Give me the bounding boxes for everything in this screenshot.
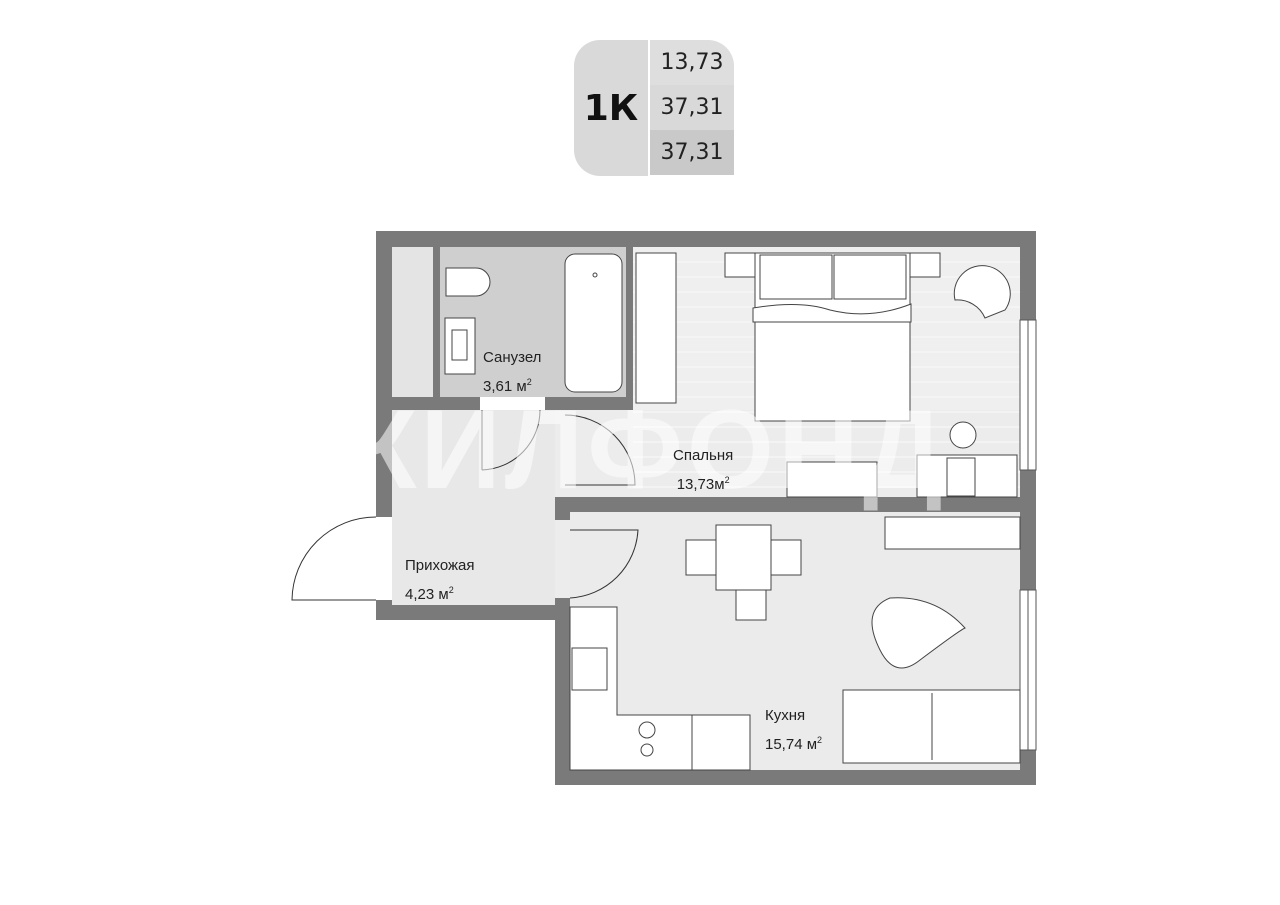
total-area-2: 37,31: [650, 130, 734, 175]
doors: [291, 397, 639, 601]
armchair: [953, 265, 1011, 319]
room-name: Кухня: [765, 707, 806, 724]
room-name: Санузел: [483, 349, 542, 366]
area-table: 13,73 37,31 37,31: [650, 40, 734, 176]
bedroom-door: [564, 414, 636, 486]
nightstand: [724, 252, 756, 278]
kitchen-counter: [569, 606, 751, 771]
unit-sup: 2: [817, 735, 823, 745]
total-area: 37,31: [650, 85, 734, 130]
apartment-badge: 1К 13,73 37,31 37,31: [574, 40, 734, 176]
coffee-table: [871, 597, 966, 669]
room-area: 4,23 м: [405, 586, 449, 603]
windows: [1019, 319, 1037, 751]
fridge: [571, 647, 608, 691]
room-name: Прихожая: [405, 557, 475, 574]
kitchen-door: [569, 529, 639, 599]
toilet: [445, 267, 491, 297]
shelf: [884, 516, 1021, 550]
nightstand-2: [909, 252, 941, 278]
unit-sup: 2: [448, 585, 454, 595]
living-area: 13,73: [650, 40, 734, 85]
wardrobe: [635, 252, 677, 404]
room-count: 1К: [574, 40, 648, 176]
bathroom-door: [481, 409, 541, 471]
room-area: 13,73м: [676, 476, 725, 493]
furniture: [444, 252, 1021, 771]
room-label-kitchen: Кухня 15,74 м2: [765, 703, 822, 757]
room-label-bedroom: Спальня 13,73м2: [673, 443, 733, 497]
unit-sup: 2: [724, 475, 730, 485]
bathtub: [564, 253, 623, 393]
room-area: 15,74 м: [765, 736, 818, 753]
room-label-hallway: Прихожая 4,23 м2: [405, 553, 475, 607]
room-name: Спальня: [673, 447, 734, 464]
room-area: 3,61 м: [483, 378, 527, 395]
kitchen-table: [715, 524, 772, 591]
entrance-door: [291, 516, 377, 601]
closet-bath: [392, 247, 433, 397]
room-label-bathroom: Санузел 3,61 м2: [483, 345, 541, 399]
unit-sup: 2: [526, 377, 532, 387]
tv-stand: [786, 461, 878, 498]
hallway-floor: [392, 410, 555, 605]
